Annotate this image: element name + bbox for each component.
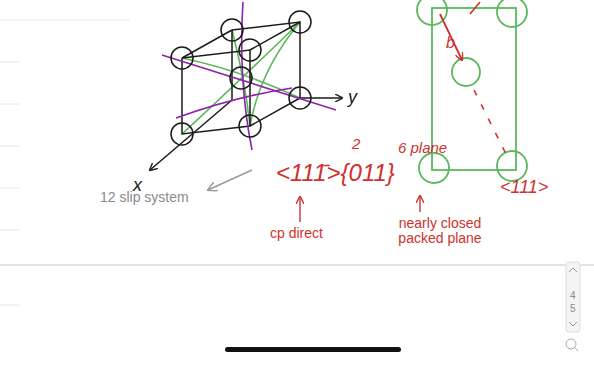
note-text: 6 plane [398,140,447,157]
axis-label: y [348,88,357,108]
page-number: 5 [570,303,576,314]
slip-directions [162,2,336,150]
note-text: 12 slip system [100,190,189,205]
note-text: cp direct [270,226,323,241]
atoms [171,11,311,145]
ruled-lines [0,20,130,305]
slip-system-notation: <111̄>{011} [276,160,395,186]
burgers-vector-label: b [446,34,455,52]
note-number: 2 [352,136,360,153]
page-number: 4 [570,290,576,301]
note-text: nearly closed packed plane [385,216,495,247]
direction-notation: <111> [500,178,548,198]
